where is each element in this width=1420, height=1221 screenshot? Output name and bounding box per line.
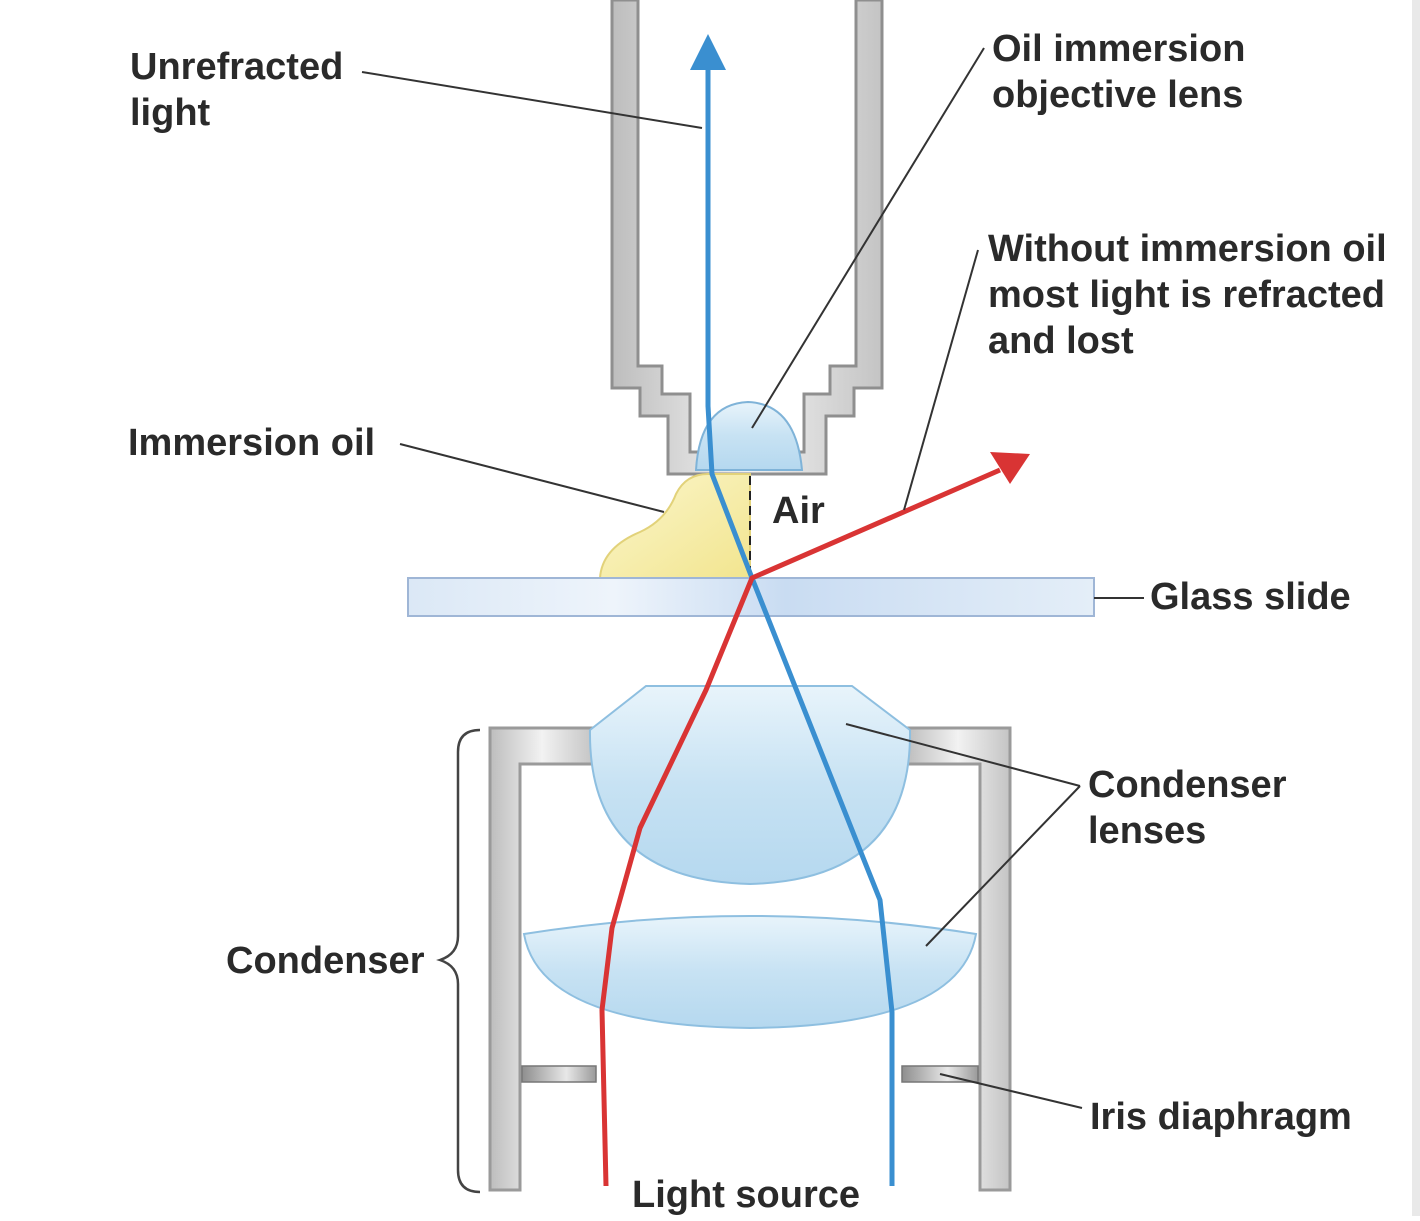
condenser-brace [436, 728, 481, 1194]
condenser-upper-lens [588, 685, 912, 886]
leader-condenser-lower [925, 785, 1081, 947]
leader-immersion-oil [399, 443, 665, 513]
label-without-oil: Without immersion oil most light is refr… [988, 228, 1387, 362]
label-unrefracted-light: Unrefracted light [130, 46, 344, 134]
leader-objective-lens [751, 47, 985, 429]
leader-unrefracted-light [361, 71, 703, 129]
label-condenser: Condenser [226, 940, 425, 982]
unrefracted-light-ray [705, 60, 895, 1186]
label-glass-slide: Glass slide [1150, 576, 1351, 618]
label-air: Air [772, 490, 825, 532]
iris-diaphragm-left [521, 1065, 597, 1083]
leader-condenser-upper [845, 723, 1081, 787]
condenser-lower-lens [522, 915, 978, 1030]
objective-housing [610, 0, 884, 476]
label-objective-lens: Oil immersion objective lens [992, 28, 1246, 116]
label-condenser-lenses: Condenser lenses [1088, 764, 1287, 852]
leader-iris-diaphragm [939, 1073, 1083, 1109]
refracted-ray-arrowhead [990, 452, 1030, 484]
leader-without-oil [903, 249, 979, 511]
immersion-oil-drop [598, 473, 751, 579]
label-immersion-oil: Immersion oil [128, 422, 376, 464]
objective-front-lens [694, 400, 804, 471]
unrefracted-ray-arrowhead [690, 34, 726, 70]
label-light-source: Light source [632, 1174, 861, 1216]
label-iris-diaphragm: Iris diaphragm [1090, 1096, 1352, 1138]
refracted-light-ray [599, 467, 1001, 1187]
right-edge-strip [1412, 0, 1420, 1216]
